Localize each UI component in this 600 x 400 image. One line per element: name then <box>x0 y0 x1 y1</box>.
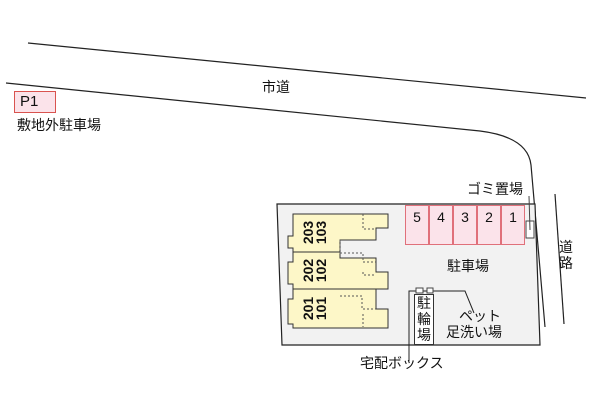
unit-dividers <box>339 214 376 327</box>
parking-slot: 4 <box>429 205 453 245</box>
unit-label-lower: 101 <box>313 296 330 321</box>
garbage-label: ゴミ置場 <box>467 182 523 198</box>
unit-label-lower: 102 <box>313 258 330 283</box>
unit-label-lower: 103 <box>313 220 330 245</box>
parking-slot: 3 <box>453 205 477 245</box>
delivery-box-label: 宅配ボックス <box>360 356 444 372</box>
parking-slot: 1 <box>501 205 525 245</box>
city-road-label: 市道 <box>262 80 290 96</box>
offsite-parking-badge: P1 <box>14 91 56 113</box>
offsite-parking-label: 敷地外駐車場 <box>17 118 101 134</box>
bicycle-parking-label: 駐輪場 <box>417 296 431 344</box>
pet-wash-label-line2: 足洗い場 <box>446 325 502 341</box>
leader-lines <box>408 290 475 361</box>
parking-label: 駐車場 <box>447 259 489 275</box>
city-road-top-edge <box>27 42 587 99</box>
parking-slot: 5 <box>405 205 429 245</box>
bicycle-parking: 駐輪場 <box>414 294 434 345</box>
parking-slot: 2 <box>477 205 501 245</box>
city-road-bottom-edge <box>5 82 546 328</box>
pet-wash-label-line1: ペット <box>459 309 501 325</box>
side-road-edge <box>554 193 565 325</box>
side-road-label: 道路 <box>559 240 573 272</box>
